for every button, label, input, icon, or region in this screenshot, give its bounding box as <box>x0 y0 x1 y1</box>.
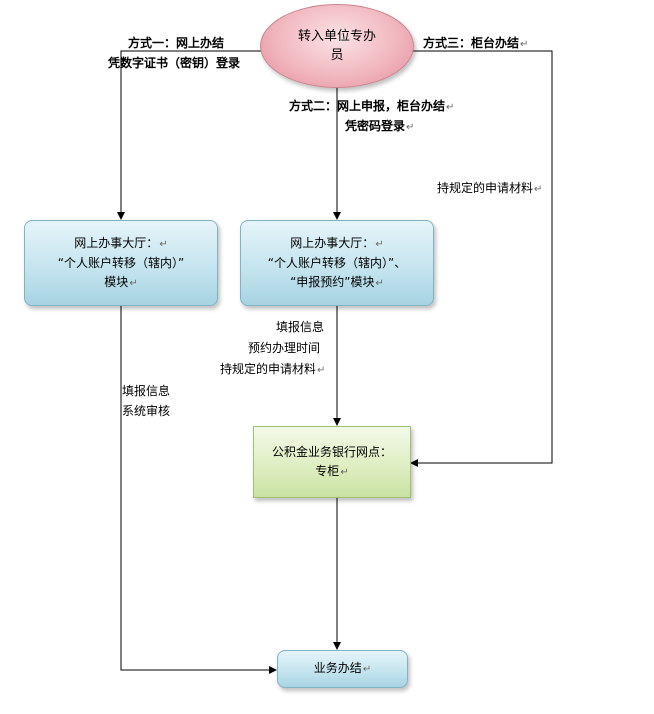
start-node-transfer-staff: 转入单位专办 员 <box>260 4 414 88</box>
paragraph-mark-icon: ↵ <box>317 365 326 376</box>
method2-label-line-2: 凭密码登录↵ <box>345 119 415 133</box>
hall-right-line-1: 网上办事大厅： <box>290 235 375 250</box>
middle-step-materials: 持规定的申请材料↵ <box>220 362 326 376</box>
bank-line-2: 专柜 <box>315 463 340 478</box>
method3-label: 方式三：柜台办结↵ <box>423 36 529 50</box>
hall-left-line-1: 网上办事大厅： <box>74 235 159 250</box>
paragraph-mark-icon: ↵ <box>375 277 384 289</box>
paragraph-mark-icon: ↵ <box>362 664 372 675</box>
paragraph-mark-icon: ↵ <box>129 277 138 289</box>
paragraph-mark-icon: ↵ <box>159 238 168 250</box>
paragraph-mark-icon: ↵ <box>446 102 455 113</box>
method2-label-line-1: 方式二：网上申报，柜台办结↵ <box>289 99 455 113</box>
arrow-method3 <box>410 50 553 467</box>
paragraph-mark-icon: ↵ <box>534 184 543 195</box>
online-hall-node-right: 网上办事大厅：↵ “个人账户转移（辖内）”、 “申报预约”模块↵ <box>240 220 434 306</box>
start-line-2: 员 <box>330 48 344 63</box>
method1-label-line-2: 凭数字证书（密钥）登录 <box>108 56 241 70</box>
start-line-1: 转入单位专办 <box>297 29 376 44</box>
hall-right-line-3: “申报预约”模块 <box>290 274 375 289</box>
finish-label: 业务办结 <box>313 661 362 675</box>
online-hall-node-left: 网上办事大厅：↵ “个人账户转移（辖内）” 模块↵ <box>24 220 218 306</box>
left-step-system-review: 系统审核 <box>122 404 171 418</box>
hall-right-line-2: “个人账户转移（辖内）”、 <box>267 255 407 270</box>
bank-counter-node: 公积金业务银行网点： 专柜↵ <box>253 426 411 498</box>
paragraph-mark-icon: ↵ <box>340 466 349 478</box>
middle-step-appointment-time: 预约办理时间 <box>248 341 321 355</box>
bank-line-1: 公积金业务银行网点： <box>271 444 392 459</box>
method3-material-label: 持规定的申请材料↵ <box>437 181 543 195</box>
paragraph-mark-icon: ↵ <box>375 238 384 250</box>
middle-step-fill-info: 填报信息 <box>276 320 325 334</box>
method1-label-line-1: 方式一：网上办结 <box>128 36 225 50</box>
arrow-method1 <box>117 50 262 220</box>
arrow-hall-to-finish <box>120 305 277 674</box>
hall-left-line-3: 模块 <box>104 274 129 289</box>
paragraph-mark-icon: ↵ <box>520 39 529 50</box>
left-step-fill-info: 填报信息 <box>122 384 171 398</box>
hall-left-line-2: “个人账户转移（辖内）” <box>57 255 185 270</box>
paragraph-mark-icon: ↵ <box>406 122 415 133</box>
finish-node: 业务办结↵ <box>277 650 408 688</box>
